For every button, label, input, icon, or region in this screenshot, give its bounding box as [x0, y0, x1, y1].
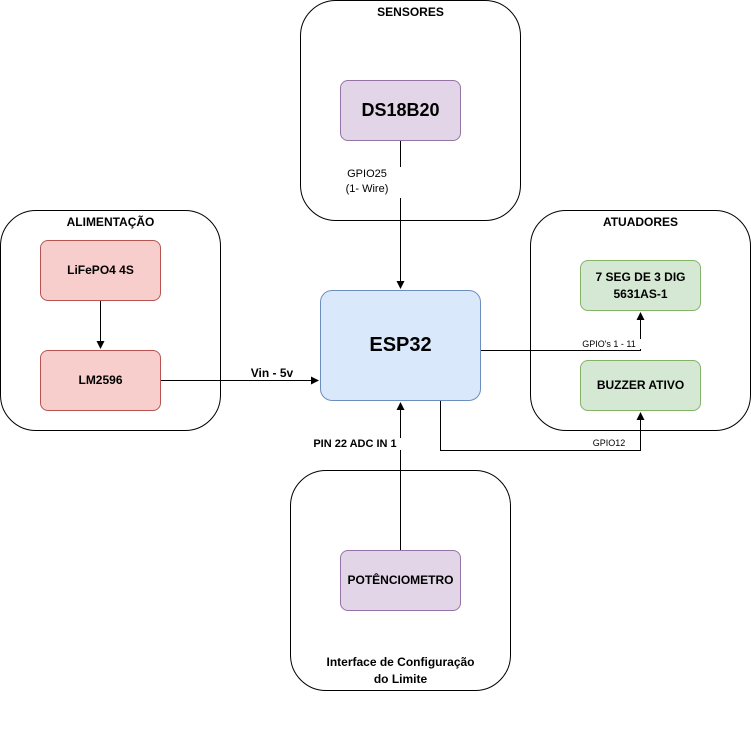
- node-lifepo4[interactable]: LiFePO4 4S: [40, 240, 161, 301]
- node-lm2596[interactable]: LM2596: [40, 350, 161, 411]
- edge-label-vin: Vin - 5v: [250, 366, 294, 380]
- edge-label-gpios: GPIO's 1 - 11: [574, 339, 644, 349]
- group-sensores-title: SENSORES: [377, 5, 444, 19]
- group-alimentacao-title: ALIMENTAÇÃO: [66, 215, 155, 229]
- edge-label-gpio12: GPIO12: [585, 438, 633, 448]
- group-atuadores-title: ATUADORES: [602, 215, 679, 229]
- node-display[interactable]: 7 SEG DE 3 DIG 5631AS-1: [580, 260, 701, 311]
- edge-label-gpio25: GPIO25 (1- Wire): [332, 167, 402, 198]
- edge-label-adc: PIN 22 ADC IN 1: [305, 438, 405, 450]
- group-interface-title: Interface de Configuração do Limite: [326, 655, 475, 686]
- node-buzzer[interactable]: BUZZER ATIVO: [580, 360, 701, 411]
- node-esp32[interactable]: ESP32: [320, 290, 481, 401]
- node-ds18b20[interactable]: DS18B20: [340, 80, 461, 141]
- node-pot[interactable]: POTÊNCIOMETRO: [340, 550, 461, 611]
